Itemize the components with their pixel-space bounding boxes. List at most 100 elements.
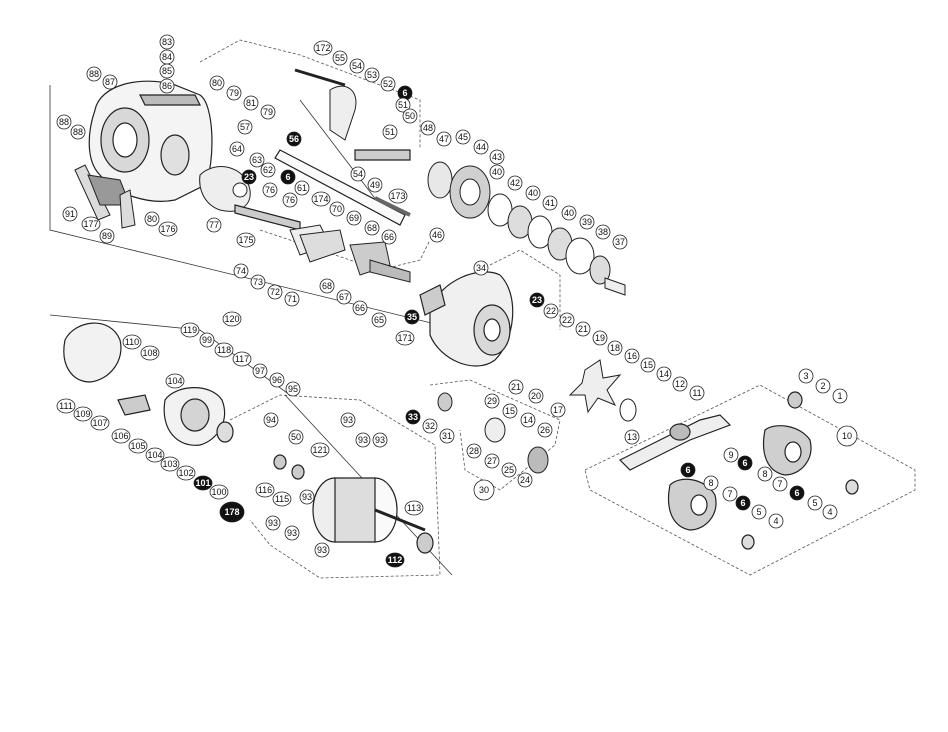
- part-label-badge: [798, 368, 814, 384]
- part-label-badge: [484, 453, 500, 469]
- part-label-badge: [314, 542, 330, 558]
- part-label: 88: [56, 114, 72, 130]
- part-number: 17: [553, 405, 563, 415]
- part-label: 61: [294, 180, 310, 196]
- part-number: 18: [610, 343, 620, 353]
- part-number: 51: [398, 100, 408, 110]
- part-label-badge: [429, 227, 445, 243]
- part-label: 120: [222, 311, 242, 327]
- part-label: 105: [128, 438, 148, 454]
- side-plate-b: [63, 322, 234, 446]
- part-label-badge: [355, 432, 371, 448]
- part-label-badge: [250, 274, 266, 290]
- part-label: 51: [382, 124, 398, 140]
- part-label: 40: [561, 205, 577, 221]
- part-label-badge: [272, 491, 292, 507]
- part-label: 44: [473, 139, 489, 155]
- part-label: 113: [404, 500, 424, 516]
- part-label: 76: [262, 182, 278, 198]
- part-label: 115: [272, 491, 292, 507]
- part-label: 50: [402, 108, 418, 124]
- part-label-badge: [263, 412, 279, 428]
- part-label-badge: [371, 312, 387, 328]
- part-number: 6: [740, 498, 745, 508]
- part-number: 22: [546, 306, 556, 316]
- part-number: 55: [335, 53, 345, 63]
- part-label: 6: [737, 455, 753, 471]
- part-label-badge: [489, 164, 505, 180]
- part-number: 28: [469, 446, 479, 456]
- part-number: 53: [367, 70, 377, 80]
- part-number: 3: [803, 371, 808, 381]
- part-label-badge: [525, 185, 541, 201]
- part-label-badge: [159, 78, 175, 94]
- part-label: 110: [122, 334, 142, 350]
- part-number: 43: [492, 152, 502, 162]
- part-label-badge: [436, 131, 452, 147]
- part-number: 93: [375, 435, 385, 445]
- part-label: 3: [798, 368, 814, 384]
- part-number: 19: [595, 333, 605, 343]
- part-label-badge: [517, 472, 533, 488]
- part-number: 104: [167, 376, 182, 386]
- part-number: 6: [402, 88, 407, 98]
- part-label-badge: [520, 412, 536, 428]
- part-label: 97: [252, 363, 268, 379]
- part-number: 93: [358, 435, 368, 445]
- part-label: 16: [624, 348, 640, 364]
- part-number: 103: [162, 459, 177, 469]
- part-label-badge: [689, 385, 705, 401]
- part-label-badge: [575, 321, 591, 337]
- part-label-badge: [640, 357, 656, 373]
- part-label-badge: [144, 211, 160, 227]
- part-number: 39: [582, 217, 592, 227]
- part-number: 31: [442, 431, 452, 441]
- part-label-badge: [367, 177, 383, 193]
- part-label-badge: [595, 224, 611, 240]
- part-label-badge: [832, 388, 848, 404]
- part-label: 42: [507, 175, 523, 191]
- part-number: 46: [432, 230, 442, 240]
- part-label-badge: [159, 63, 175, 79]
- part-label: 5: [807, 495, 823, 511]
- part-label-badge: [346, 210, 362, 226]
- part-number: 61: [297, 183, 307, 193]
- part-label: 56: [286, 131, 302, 147]
- part-number: 93: [302, 492, 312, 502]
- part-number: 93: [268, 518, 278, 528]
- part-label: 100: [209, 484, 229, 500]
- part-label-badge: [62, 206, 78, 222]
- part-number: 88: [59, 117, 69, 127]
- part-label-badge: [252, 363, 268, 379]
- part-label: 175: [236, 232, 256, 248]
- part-label: 104: [145, 447, 165, 463]
- part-label-badge: [364, 220, 380, 236]
- part-number: 20: [531, 391, 541, 401]
- part-label: 2: [815, 378, 831, 394]
- part-label-badge: [90, 415, 110, 431]
- part-label: 94: [263, 412, 279, 428]
- part-label-badge: [237, 119, 253, 135]
- part-number: 40: [492, 167, 502, 177]
- part-label-badge: [56, 398, 76, 414]
- part-label: 74: [233, 263, 249, 279]
- part-label-badge: [284, 525, 300, 541]
- part-label: 38: [595, 224, 611, 240]
- part-label-badge: [329, 201, 345, 217]
- part-number: 21: [578, 324, 588, 334]
- part-label-badge: [422, 418, 438, 434]
- part-number: 87: [105, 77, 115, 87]
- part-label: 6: [280, 169, 296, 185]
- part-label-badge: [420, 120, 436, 136]
- part-label-badge: [236, 232, 256, 248]
- part-number: 29: [487, 396, 497, 406]
- part-label-badge: [364, 67, 380, 83]
- part-number: 41: [545, 198, 555, 208]
- part-label: 93: [355, 432, 371, 448]
- part-number: 74: [236, 266, 246, 276]
- part-number: 71: [287, 294, 297, 304]
- part-number: 14: [523, 415, 533, 425]
- part-label: 53: [364, 67, 380, 83]
- part-label: 68: [319, 278, 335, 294]
- side-plate-a: [199, 166, 251, 212]
